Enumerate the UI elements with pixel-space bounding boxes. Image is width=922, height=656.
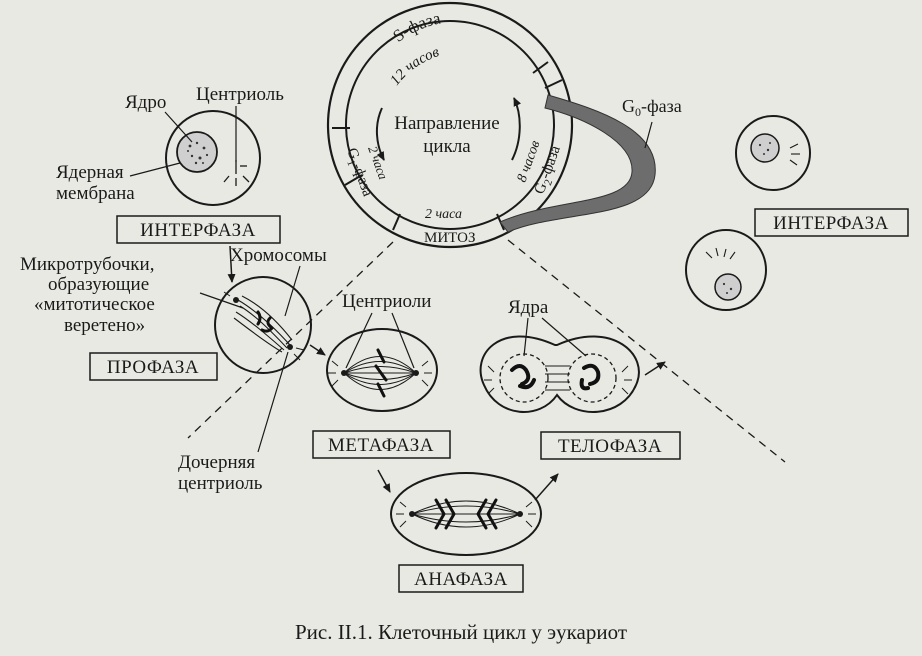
direction-label-2: цикла <box>423 136 471 157</box>
interphase-right-box <box>754 208 909 237</box>
figure-caption: Рис. II.1. Клеточный цикл у эукариот <box>294 620 628 644</box>
mitosis-dash-left <box>187 241 394 439</box>
prophase-box <box>89 352 218 381</box>
daughter-centriole-leader-line <box>257 351 289 453</box>
mitosis-dash-right <box>507 239 786 463</box>
microtubules-label-2: образующие <box>48 274 149 295</box>
interphase-cells-right <box>685 115 811 311</box>
anaphase-cell <box>390 472 542 556</box>
metaphase-to-anaphase-arrow-icon <box>377 469 391 493</box>
daughter-centriole-label-2: центриоль <box>178 473 263 494</box>
chromosomes-label: Хромосомы <box>230 245 327 266</box>
g0-band <box>499 94 656 233</box>
telophase-to-interphase-arrow-icon <box>644 361 666 376</box>
interphase-cell-left <box>165 110 261 206</box>
prophase-cell <box>214 276 312 374</box>
microtubules-leader-line <box>199 292 244 309</box>
daughter-centriole-label-1: Дочерняя <box>178 452 255 473</box>
membrane-leader-line <box>129 162 181 177</box>
direction-arrow-right-icon <box>511 97 522 161</box>
nuclei-leader-right <box>541 317 587 357</box>
anaphase-label: АНАФАЗА <box>414 569 508 590</box>
g0-leader-line <box>644 121 653 149</box>
centrioles-leader-left <box>345 312 373 369</box>
centrioles-leader-right <box>391 312 415 369</box>
anaphase-to-telophase-arrow-icon <box>534 473 559 501</box>
interphase-right-label: ИНТЕРФАЗА <box>773 213 889 234</box>
g0-phase-label: G0-фаза <box>622 96 682 119</box>
interphase-left-label: ИНТЕРФАЗА <box>140 220 256 241</box>
metaphase-cell <box>326 328 438 412</box>
telophase-label: ТЕЛОФАЗА <box>558 436 662 457</box>
telophase-box <box>540 431 681 460</box>
nuclei-label: Ядра <box>508 297 549 318</box>
chromosomes-leader-line <box>284 265 301 317</box>
direction-label-1: Направление <box>394 113 499 134</box>
metaphase-label: МЕТАФАЗА <box>328 435 434 456</box>
direction-arrow-left-icon <box>376 107 385 161</box>
interphase-to-prophase-arrow-icon <box>227 245 236 283</box>
prophase-label: ПРОФАЗА <box>107 357 199 378</box>
microtubules-label-3: «митотическое <box>34 294 155 315</box>
telophase-cell <box>479 335 640 413</box>
cycle-ring <box>326 1 574 249</box>
nuclear-membrane-label-2: мембрана <box>56 183 135 204</box>
prophase-to-metaphase-arrow-icon <box>309 344 326 356</box>
metaphase-box <box>312 430 451 459</box>
nucleus-label: Ядро <box>125 92 166 113</box>
centrioles-label: Центриоли <box>342 291 431 312</box>
centriole-label: Центриоль <box>196 84 284 105</box>
mitosis-label: МИТОЗ <box>424 230 475 246</box>
interphase-left-box <box>116 215 281 244</box>
nucleus-leader-line <box>164 111 193 143</box>
s-phase-hours: 12 часов <box>387 44 441 89</box>
mitosis-hours: 2 часа <box>425 207 462 222</box>
anaphase-box <box>398 564 524 593</box>
microtubules-label-1: Микротрубочки, <box>20 254 154 275</box>
microtubules-label-4: веретено» <box>64 315 145 336</box>
nuclear-membrane-label-1: Ядерная <box>56 162 124 183</box>
nuclei-leader-left <box>523 317 529 357</box>
